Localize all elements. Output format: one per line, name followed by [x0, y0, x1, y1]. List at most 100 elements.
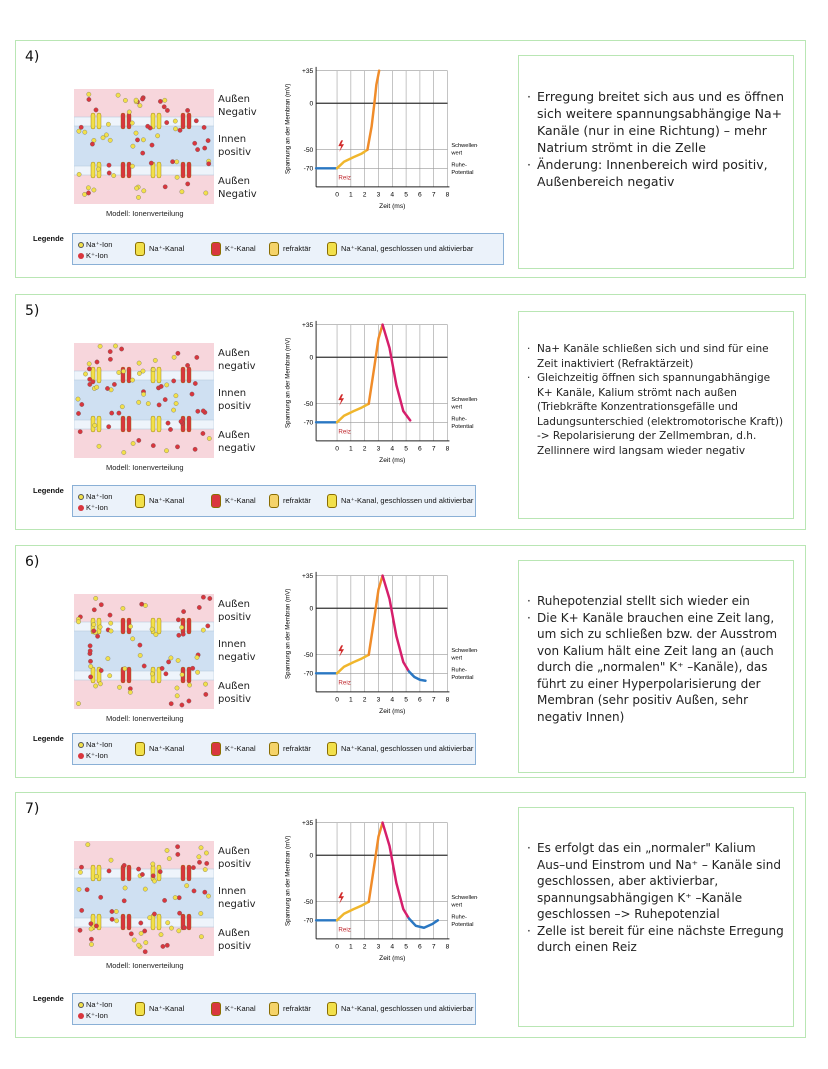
na-ion	[130, 143, 136, 149]
k-ion	[89, 936, 94, 942]
y-tick-label: +35	[302, 820, 314, 827]
na-ion	[174, 693, 180, 699]
na-ion	[121, 368, 126, 374]
series-line-depolarisation	[335, 402, 371, 424]
threshold-label: Ruhe-	[451, 162, 467, 168]
legend-item: Na⁺-Kanal, geschlossen und aktivierbar	[327, 742, 473, 756]
x-axis-label: Zeit (ms)	[379, 955, 405, 962]
legend-item-label: Na⁺-Kanal	[149, 243, 185, 253]
y-tick-label: +35	[302, 68, 314, 75]
x-tick-label: 0	[335, 696, 339, 703]
threshold-label: Schwellen-	[451, 895, 478, 901]
x-tick-label: 2	[363, 696, 367, 703]
na-ion	[105, 656, 111, 661]
y-tick-label: -70	[304, 420, 314, 427]
lightning-icon	[338, 645, 345, 657]
k-ion	[138, 920, 144, 926]
na-ion	[128, 624, 133, 629]
k-ion	[175, 350, 181, 356]
legend-k-ion: K⁺-Ion	[78, 251, 108, 260]
na-ion	[96, 166, 101, 172]
bullet-item: Na+ Kanäle schließen sich und sind für e…	[527, 342, 785, 371]
k-channel-icon	[120, 112, 132, 130]
x-tick-label: 5	[404, 943, 408, 950]
k-ion	[94, 923, 99, 929]
na-ion	[162, 97, 168, 103]
legend-item: Na⁺-Kanal	[135, 1002, 184, 1016]
k-ion	[168, 701, 174, 707]
x-tick-label: 5	[404, 191, 408, 198]
k-ion	[185, 108, 190, 113]
k-ion	[171, 378, 177, 384]
na-channel-icon	[135, 742, 145, 756]
legend-k-ion-label: K⁺-Ion	[86, 1011, 108, 1020]
legend-item: K⁺-Kanal	[211, 242, 256, 256]
activatable-channel-icon	[327, 494, 337, 508]
legend-item-label: K⁺-Kanal	[225, 495, 256, 505]
bullet-list: Na+ Kanäle schließen sich und sind für e…	[527, 342, 785, 458]
na-ion	[152, 358, 158, 363]
y-tick-label: 0	[310, 101, 314, 108]
k-ion	[207, 596, 213, 601]
k-ion	[170, 159, 175, 165]
region-label: positiv	[218, 147, 252, 158]
k-ion	[152, 911, 157, 917]
k-ion	[195, 408, 201, 414]
na-ion	[136, 360, 142, 366]
na-ion	[149, 626, 155, 632]
ion-distribution-model	[74, 841, 214, 956]
threshold-label: wert	[450, 902, 462, 908]
k-ion	[185, 363, 190, 368]
na-ion	[150, 367, 156, 372]
k-ion	[121, 863, 127, 868]
series-line-repolarisation	[381, 821, 411, 920]
na-ion	[174, 174, 180, 180]
na-ion	[138, 931, 144, 936]
k-ion	[77, 429, 83, 435]
legend-item-label: refraktär	[283, 243, 311, 253]
legend-item: Na⁺-Kanal, geschlossen und aktivierbar	[327, 242, 473, 256]
na-ion	[152, 878, 157, 884]
y-tick-label: -70	[304, 166, 314, 173]
reiz-label: Reiz	[338, 428, 350, 435]
na-ion	[134, 185, 139, 191]
k-ion	[158, 384, 164, 389]
na-ion	[93, 683, 98, 689]
x-tick-label: 7	[432, 943, 436, 950]
na-ion	[204, 850, 209, 856]
legend-na-ion: Na⁺-Ion	[78, 740, 112, 749]
legend-item: Na⁺-Kanal, geschlossen und aktivierbar	[327, 1002, 473, 1016]
na-ion	[196, 854, 202, 860]
reiz-label: Reiz	[338, 679, 350, 686]
legend-k-ion-label: K⁺-Ion	[86, 503, 108, 512]
k-ion	[95, 633, 100, 639]
k-channel-icon	[120, 161, 132, 179]
series-line-rise	[366, 69, 381, 151]
na-ion	[174, 159, 180, 165]
k-ion	[191, 888, 197, 894]
k-ion	[162, 397, 168, 402]
na-ion	[78, 869, 83, 875]
x-tick-label: 8	[446, 696, 450, 703]
legend-title: Legende	[33, 734, 64, 743]
k-ion	[109, 909, 115, 914]
na-ion	[141, 137, 146, 143]
y-tick-label: +35	[302, 573, 314, 580]
na-ion	[150, 671, 155, 677]
k-ion	[176, 617, 181, 623]
k-ion	[204, 861, 210, 866]
legend-title: Legende	[33, 234, 64, 243]
k-channel-icon	[211, 494, 221, 508]
k-ion	[178, 419, 184, 424]
y-tick-label: 0	[310, 606, 314, 613]
k-ion	[206, 161, 212, 167]
k-ion	[200, 408, 206, 414]
k-ion	[106, 162, 112, 168]
na-ion	[171, 354, 177, 360]
refractory-channel-icon	[269, 494, 279, 508]
bullet-item: Änderung: Innenbereich wird positiv, Auß…	[527, 156, 785, 190]
na-ion	[173, 393, 179, 399]
k-ion	[149, 142, 155, 148]
